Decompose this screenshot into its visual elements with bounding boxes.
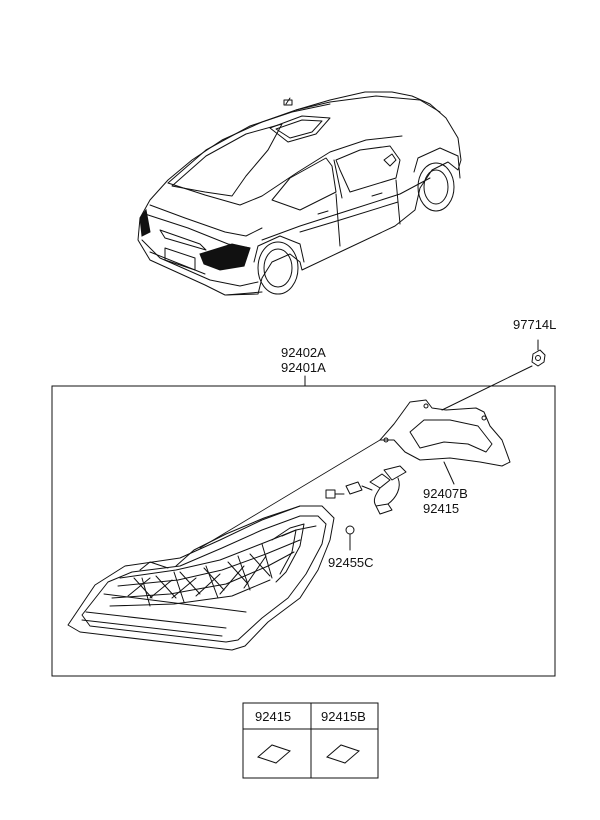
- parts-table: 92415 92415B: [242, 702, 379, 779]
- leader-nut-to-gasket: [441, 365, 533, 411]
- bulb-icon: [325, 489, 345, 499]
- callout-holder-primary: 92407B: [423, 486, 468, 501]
- callout-assembly-primary: 92402A: [281, 345, 326, 360]
- leader-gasket: [443, 461, 455, 485]
- tail-lamp-left-highlight: [139, 208, 151, 237]
- parts-table-col-2: 92415B: [321, 709, 366, 724]
- screw-icon: [345, 525, 355, 551]
- leader-gasket-to-lamp: [199, 439, 381, 549]
- label-sticker-icon: [257, 744, 291, 764]
- callout-holder-secondary: 92415: [423, 501, 459, 516]
- callout-nut: 97714L: [513, 317, 556, 332]
- gasket-bracket: [379, 399, 511, 467]
- tail-lamp-right-highlight: [199, 243, 251, 271]
- tail-lamp-assembly: [67, 505, 335, 651]
- label-sticker-icon: [326, 744, 360, 764]
- nut-icon: [531, 349, 546, 367]
- callout-assembly-secondary: 92401A: [281, 360, 326, 375]
- socket-harness: [345, 465, 407, 515]
- callout-screw: 92455C: [328, 555, 374, 570]
- vehicle-illustration: [137, 91, 462, 296]
- parts-table-col-1: 92415: [255, 709, 291, 724]
- assembly-frame: [51, 385, 556, 677]
